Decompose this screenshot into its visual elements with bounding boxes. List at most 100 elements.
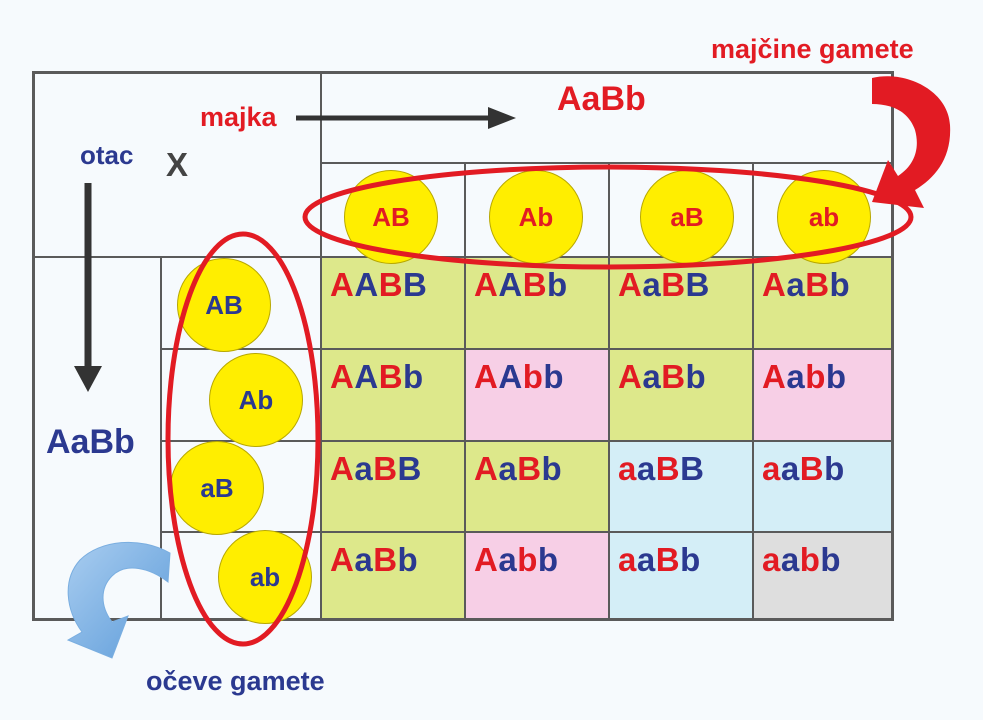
cross-symbol: X bbox=[166, 146, 189, 183]
allele: a bbox=[498, 450, 518, 487]
curved-arrow-red-icon bbox=[872, 76, 951, 209]
allele: A bbox=[618, 266, 643, 303]
allele: a bbox=[354, 450, 374, 487]
offspring-cell bbox=[754, 258, 894, 348]
grid-line bbox=[32, 256, 894, 258]
allele: a bbox=[762, 541, 781, 578]
offspring-genotype: aaBb bbox=[618, 541, 701, 579]
offspring-cell bbox=[322, 350, 464, 440]
offspring-cell bbox=[610, 350, 752, 440]
offspring-genotype: AABB bbox=[330, 266, 427, 304]
allele: B bbox=[661, 266, 686, 303]
offspring-genotype: AaBb bbox=[618, 358, 706, 396]
allele: A bbox=[498, 358, 523, 395]
gamete-label: ab bbox=[249, 561, 281, 592]
allele: b bbox=[547, 266, 568, 303]
offspring-genotype: AAbb bbox=[474, 358, 564, 396]
grid-line bbox=[160, 440, 894, 442]
allele: b bbox=[824, 450, 845, 487]
allele: a bbox=[642, 266, 662, 303]
allele: b bbox=[397, 541, 419, 578]
offspring-genotype: AABb bbox=[330, 358, 424, 396]
offspring-genotype: Aabb bbox=[474, 541, 559, 579]
offspring-genotype: AaBB bbox=[330, 450, 422, 488]
father-genotype: AaBb bbox=[46, 423, 135, 461]
grid-line bbox=[160, 348, 894, 350]
allele: b bbox=[825, 358, 847, 395]
allele: B bbox=[685, 266, 710, 303]
allele: A bbox=[474, 450, 499, 487]
allele: B bbox=[522, 266, 548, 303]
grid-line bbox=[464, 162, 466, 621]
paternal-gametes-ellipse bbox=[165, 231, 321, 647]
maternal-gametes-ellipse bbox=[302, 164, 914, 270]
allele: B bbox=[378, 266, 404, 303]
offspring-genotype: AaBB bbox=[618, 266, 710, 304]
offspring-cell bbox=[610, 533, 752, 620]
allele: a bbox=[780, 450, 800, 487]
offspring-cell bbox=[610, 442, 752, 531]
allele: A bbox=[498, 266, 523, 303]
gamete-label: aB bbox=[200, 472, 234, 503]
allele: a bbox=[618, 541, 637, 578]
allele: B bbox=[655, 450, 681, 487]
allele: a bbox=[636, 541, 656, 578]
allele: b bbox=[680, 541, 701, 578]
allele: B bbox=[517, 450, 542, 487]
allele: b bbox=[517, 541, 538, 578]
offspring-cell bbox=[466, 258, 608, 348]
allele: b bbox=[820, 541, 842, 578]
offspring-cell bbox=[322, 533, 464, 620]
grid-line bbox=[320, 71, 322, 621]
allele: B bbox=[799, 450, 825, 487]
allele: b bbox=[522, 358, 544, 395]
offspring-genotype: aabb bbox=[762, 541, 841, 579]
offspring-cell bbox=[322, 442, 464, 531]
allele: A bbox=[762, 266, 787, 303]
offspring-cell bbox=[754, 350, 894, 440]
allele: A bbox=[474, 358, 499, 395]
allele: B bbox=[373, 541, 398, 578]
paternal-gametes-label: očeve gamete bbox=[146, 666, 325, 696]
gamete-label: ab bbox=[808, 201, 840, 232]
offspring-genotype: aaBb bbox=[762, 450, 845, 488]
mother-genotype: AaBb bbox=[557, 80, 646, 118]
father-label: otac bbox=[80, 140, 134, 170]
allele: B bbox=[403, 266, 428, 303]
maternal-gamete: AB bbox=[344, 170, 438, 264]
allele: A bbox=[330, 541, 355, 578]
paternal-gamete: AB bbox=[177, 258, 271, 352]
allele: a bbox=[762, 450, 781, 487]
offspring-genotype: AaBb bbox=[474, 450, 562, 488]
allele: b bbox=[685, 358, 707, 395]
gamete-label: AB bbox=[205, 289, 243, 320]
allele: A bbox=[330, 450, 355, 487]
maternal-gamete: Ab bbox=[489, 170, 583, 264]
allele: A bbox=[354, 358, 379, 395]
allele: A bbox=[762, 358, 787, 395]
offspring-cell bbox=[466, 533, 608, 620]
gamete-label: Ab bbox=[238, 384, 274, 415]
gamete-label: Ab bbox=[518, 201, 554, 232]
allele: B bbox=[655, 541, 681, 578]
allele: a bbox=[636, 450, 656, 487]
offspring-genotype: aaBB bbox=[618, 450, 704, 488]
offspring-genotype: AaBb bbox=[762, 266, 850, 304]
allele: b bbox=[403, 358, 424, 395]
allele: b bbox=[799, 541, 821, 578]
allele: a bbox=[642, 358, 662, 395]
allele: b bbox=[829, 266, 851, 303]
offspring-cell bbox=[610, 258, 752, 348]
allele: A bbox=[474, 266, 499, 303]
allele: A bbox=[330, 358, 355, 395]
grid-line bbox=[160, 257, 162, 621]
table-frame bbox=[32, 71, 894, 621]
offspring-cell bbox=[754, 533, 894, 620]
allele: b bbox=[543, 358, 565, 395]
allele: B bbox=[378, 358, 404, 395]
allele: b bbox=[537, 541, 559, 578]
allele: a bbox=[618, 450, 637, 487]
allele: b bbox=[805, 358, 826, 395]
allele: B bbox=[373, 450, 398, 487]
offspring-cell bbox=[322, 258, 464, 348]
